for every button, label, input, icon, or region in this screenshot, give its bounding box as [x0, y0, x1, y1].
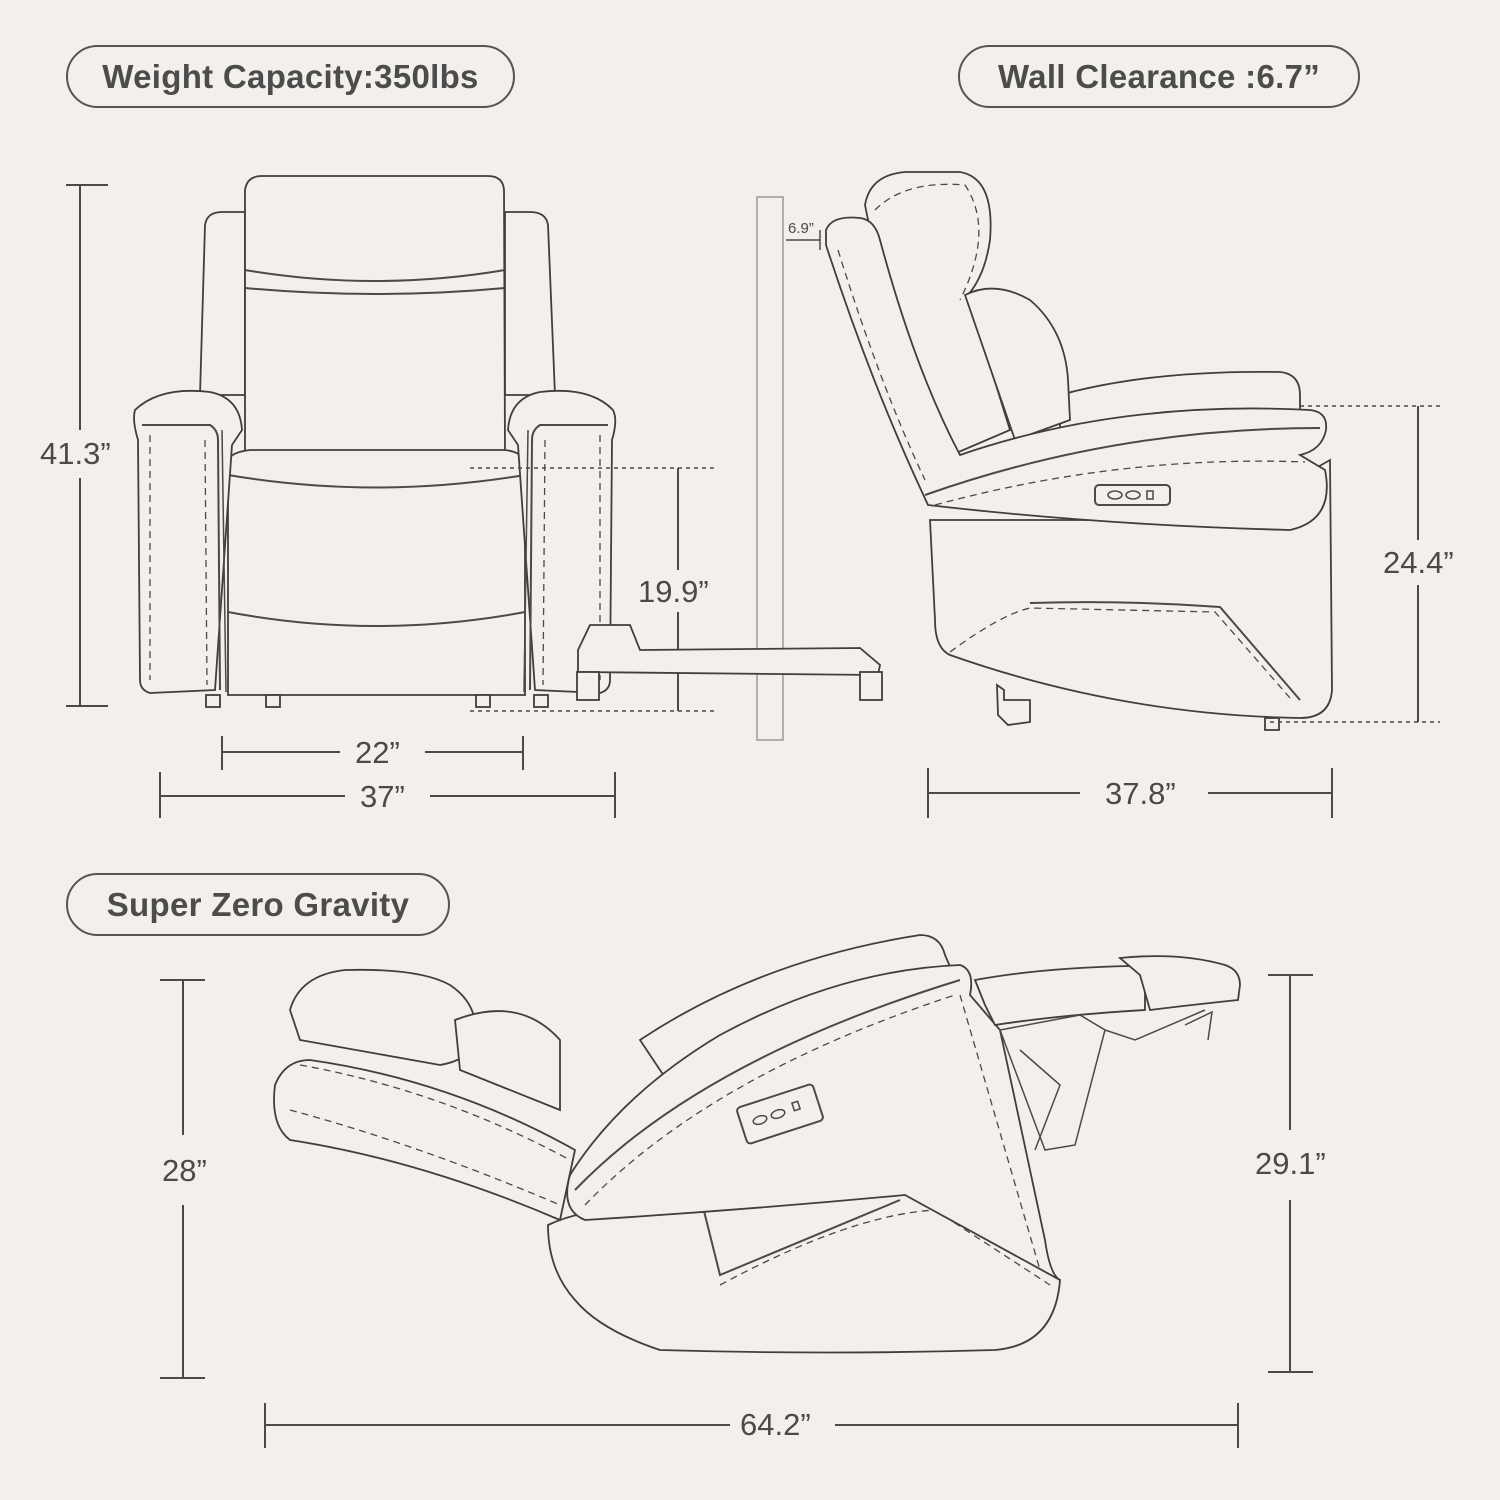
side-view-dimensions: [927, 405, 1440, 818]
arm-height-label: 24.4”: [1383, 545, 1454, 580]
overall-width-label: 37”: [360, 779, 405, 814]
front-view-dimensions: [66, 184, 718, 818]
wall-gap-label: 6.9”: [788, 220, 814, 237]
reclined-back-height-label: 28”: [162, 1153, 207, 1188]
reclined-footrest-height-label: 29.1”: [1255, 1146, 1326, 1181]
reclined-dimensions: [160, 974, 1313, 1448]
reclined-length-label: 64.2”: [740, 1407, 811, 1442]
side-view-chair: [825, 171, 1333, 731]
wall-clearance-badge: Wall Clearance :6.7”: [958, 45, 1360, 108]
side-depth-label: 37.8”: [1105, 776, 1176, 811]
seat-height-label: 19.9”: [638, 574, 709, 609]
front-view-chair: [133, 175, 617, 708]
seat-width-label: 22”: [355, 735, 400, 770]
reclined-chair: [273, 624, 1241, 1354]
super-zero-gravity-badge: Super Zero Gravity: [66, 873, 450, 936]
weight-capacity-badge: Weight Capacity:350lbs: [66, 45, 515, 108]
front-height-label: 41.3”: [40, 436, 111, 471]
